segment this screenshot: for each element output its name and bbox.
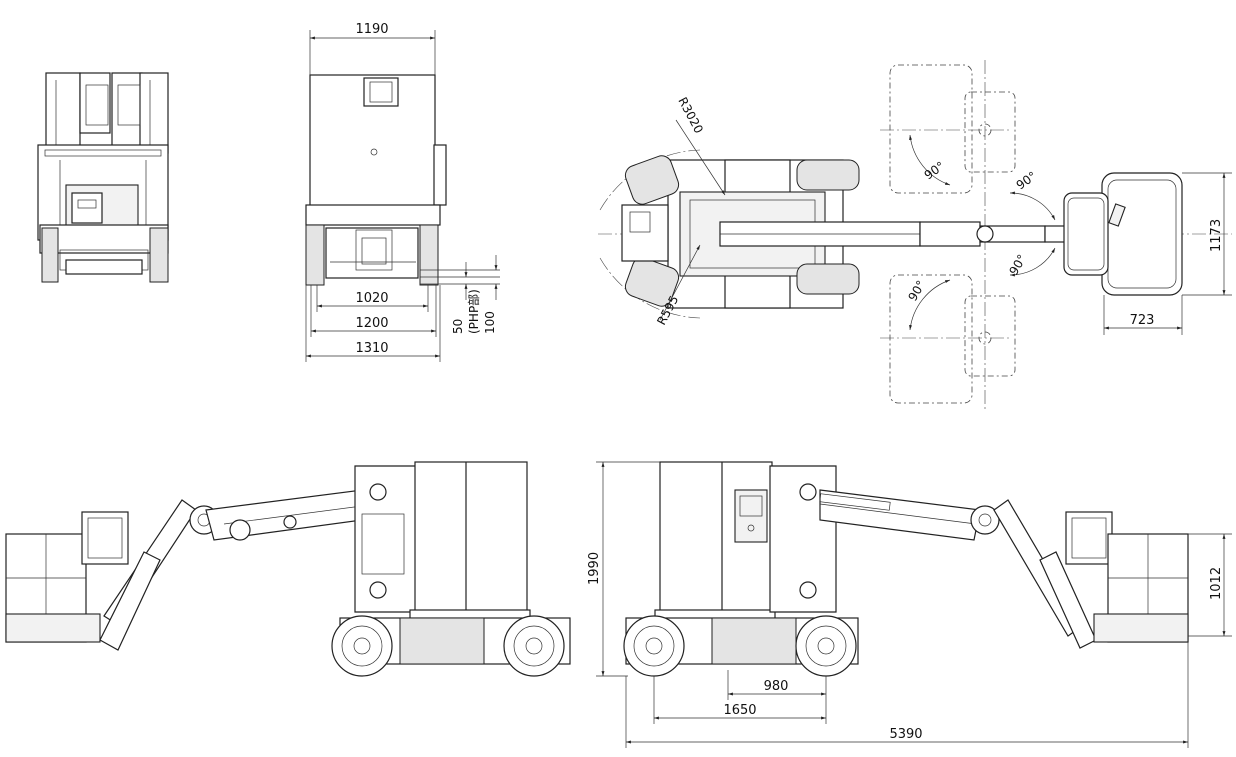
dim-r3020: R3020	[675, 95, 706, 136]
side-view-left	[5, 461, 571, 677]
dim-50: 50	[451, 319, 465, 334]
dim-1173: 1173	[1209, 219, 1224, 252]
dim-1012: 1012	[1209, 567, 1224, 600]
front-view	[37, 72, 169, 283]
dim-php-note: (PHP部)	[466, 289, 481, 334]
dim-5390: 5390	[889, 727, 922, 742]
dim-723: 723	[1130, 313, 1155, 328]
side-view-dimensions: 1990 1012 980 1650 5390	[587, 461, 1232, 748]
rear-view-dimensions: 1190 1020 1200 1310 50 (PHP部) 100	[305, 22, 500, 362]
dim-100: 100	[483, 311, 497, 334]
side-view-right	[623, 461, 1189, 677]
dim-90-lower-right: 90°	[1006, 252, 1029, 277]
dim-90-upper-right: 90°	[1014, 169, 1039, 193]
dim-1650: 1650	[723, 703, 756, 718]
dim-980: 980	[764, 679, 789, 694]
dim-1200: 1200	[355, 316, 388, 331]
dim-90-lower-left: 90°	[905, 278, 928, 303]
dim-90-upper-left: 90°	[922, 159, 947, 183]
top-view	[598, 60, 1232, 410]
rear-view	[305, 74, 447, 286]
dim-1190: 1190	[355, 22, 388, 37]
dim-1020: 1020	[355, 291, 388, 306]
dim-1310: 1310	[355, 341, 388, 356]
dim-1990: 1990	[587, 552, 602, 585]
